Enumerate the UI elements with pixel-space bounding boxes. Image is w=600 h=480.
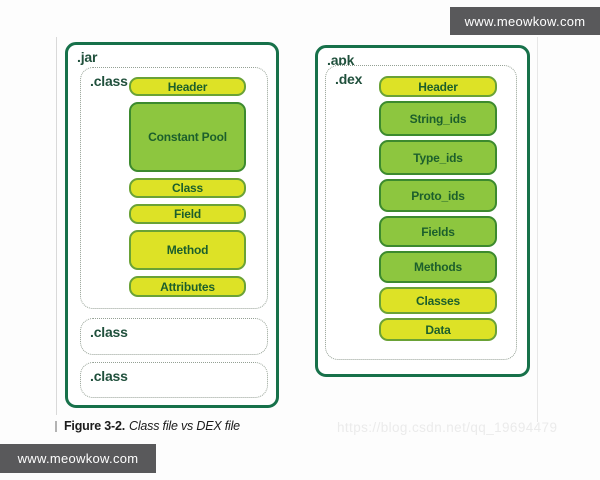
dex-file-structure: Header String_ids Type_ids Proto_ids Fie…	[379, 76, 497, 341]
diagram-box-label: Proto_ids	[411, 188, 465, 203]
diagram-box-label: Constant Pool	[148, 130, 227, 144]
apk-label: .apk	[327, 52, 355, 68]
diagram-box-label: Header	[167, 79, 208, 94]
diagram-box-proto-ids: Proto_ids	[379, 179, 497, 212]
diagram-box-header: Header	[129, 77, 246, 96]
watermark-banner-top-text: www.meowkow.com	[464, 13, 586, 29]
diagram-box-type-ids: Type_ids	[379, 140, 497, 175]
jar-file-container: .jar .class Header Constant Pool Class F…	[65, 42, 279, 408]
diagram-box-fields: Fields	[379, 216, 497, 247]
diagram-box-label: Methods	[414, 260, 462, 274]
page-edge-line-left	[56, 37, 57, 415]
class-file-structure: Header Constant Pool Class Field Method …	[129, 77, 246, 297]
page-edge-line-right	[537, 37, 538, 422]
class-section-3: .class	[80, 362, 268, 398]
watermark-banner-top: www.meowkow.com	[450, 7, 600, 35]
diagram-box-data: Data	[379, 318, 497, 341]
diagram-box-label: Classes	[416, 293, 460, 308]
watermark-banner-bottom-text: www.meowkow.com	[17, 451, 139, 466]
diagram-box-label: Type_ids	[413, 150, 463, 165]
class-section-1: .class Header Constant Pool Class Field …	[80, 67, 268, 309]
diagram-box-string-ids: String_ids	[379, 101, 497, 136]
csdn-watermark: https://blog.csdn.net/qq_19694479	[337, 420, 558, 435]
diagram-box-label: Method	[166, 243, 209, 257]
diagram-box-label: Header	[418, 79, 458, 94]
diagram-box-attributes: Attributes	[129, 276, 246, 297]
diagram-box-header: Header	[379, 76, 497, 97]
figure-caption: Figure 3-2. Class file vs DEX file	[55, 419, 240, 433]
watermark-banner-bottom: www.meowkow.com	[0, 444, 156, 473]
diagram-box-constant-pool: Constant Pool	[129, 102, 246, 172]
class-section-1-label: .class	[90, 73, 128, 89]
figure-caption-title: Class file vs DEX file	[129, 419, 240, 433]
class-section-2-label: .class	[90, 324, 128, 340]
diagram-box-classes: Classes	[379, 287, 497, 314]
dex-section-label: .dex	[335, 71, 363, 87]
apk-file-container: .apk .dex Header String_ids Type_ids Pro…	[315, 45, 530, 377]
diagram-box-label: String_ids	[409, 111, 467, 126]
class-section-3-label: .class	[90, 368, 128, 384]
figure-caption-number: Figure 3-2.	[64, 419, 126, 433]
jar-label: .jar	[77, 49, 98, 65]
diagram-box-class: Class	[129, 178, 246, 198]
dex-section: .dex Header String_ids Type_ids Proto_id…	[325, 65, 517, 360]
diagram-box-methods: Methods	[379, 251, 497, 283]
diagram-box-label: Attributes	[160, 279, 215, 294]
class-section-2: .class	[80, 318, 268, 355]
caption-tick	[55, 420, 57, 432]
diagram-box-label: Field	[173, 207, 201, 221]
diagram-box-field: Field	[129, 204, 246, 224]
diagram-box-label: Data	[425, 322, 451, 337]
diagram-box-method: Method	[129, 230, 246, 270]
diagram-box-label: Fields	[421, 224, 455, 239]
diagram-box-label: Class	[171, 181, 204, 195]
